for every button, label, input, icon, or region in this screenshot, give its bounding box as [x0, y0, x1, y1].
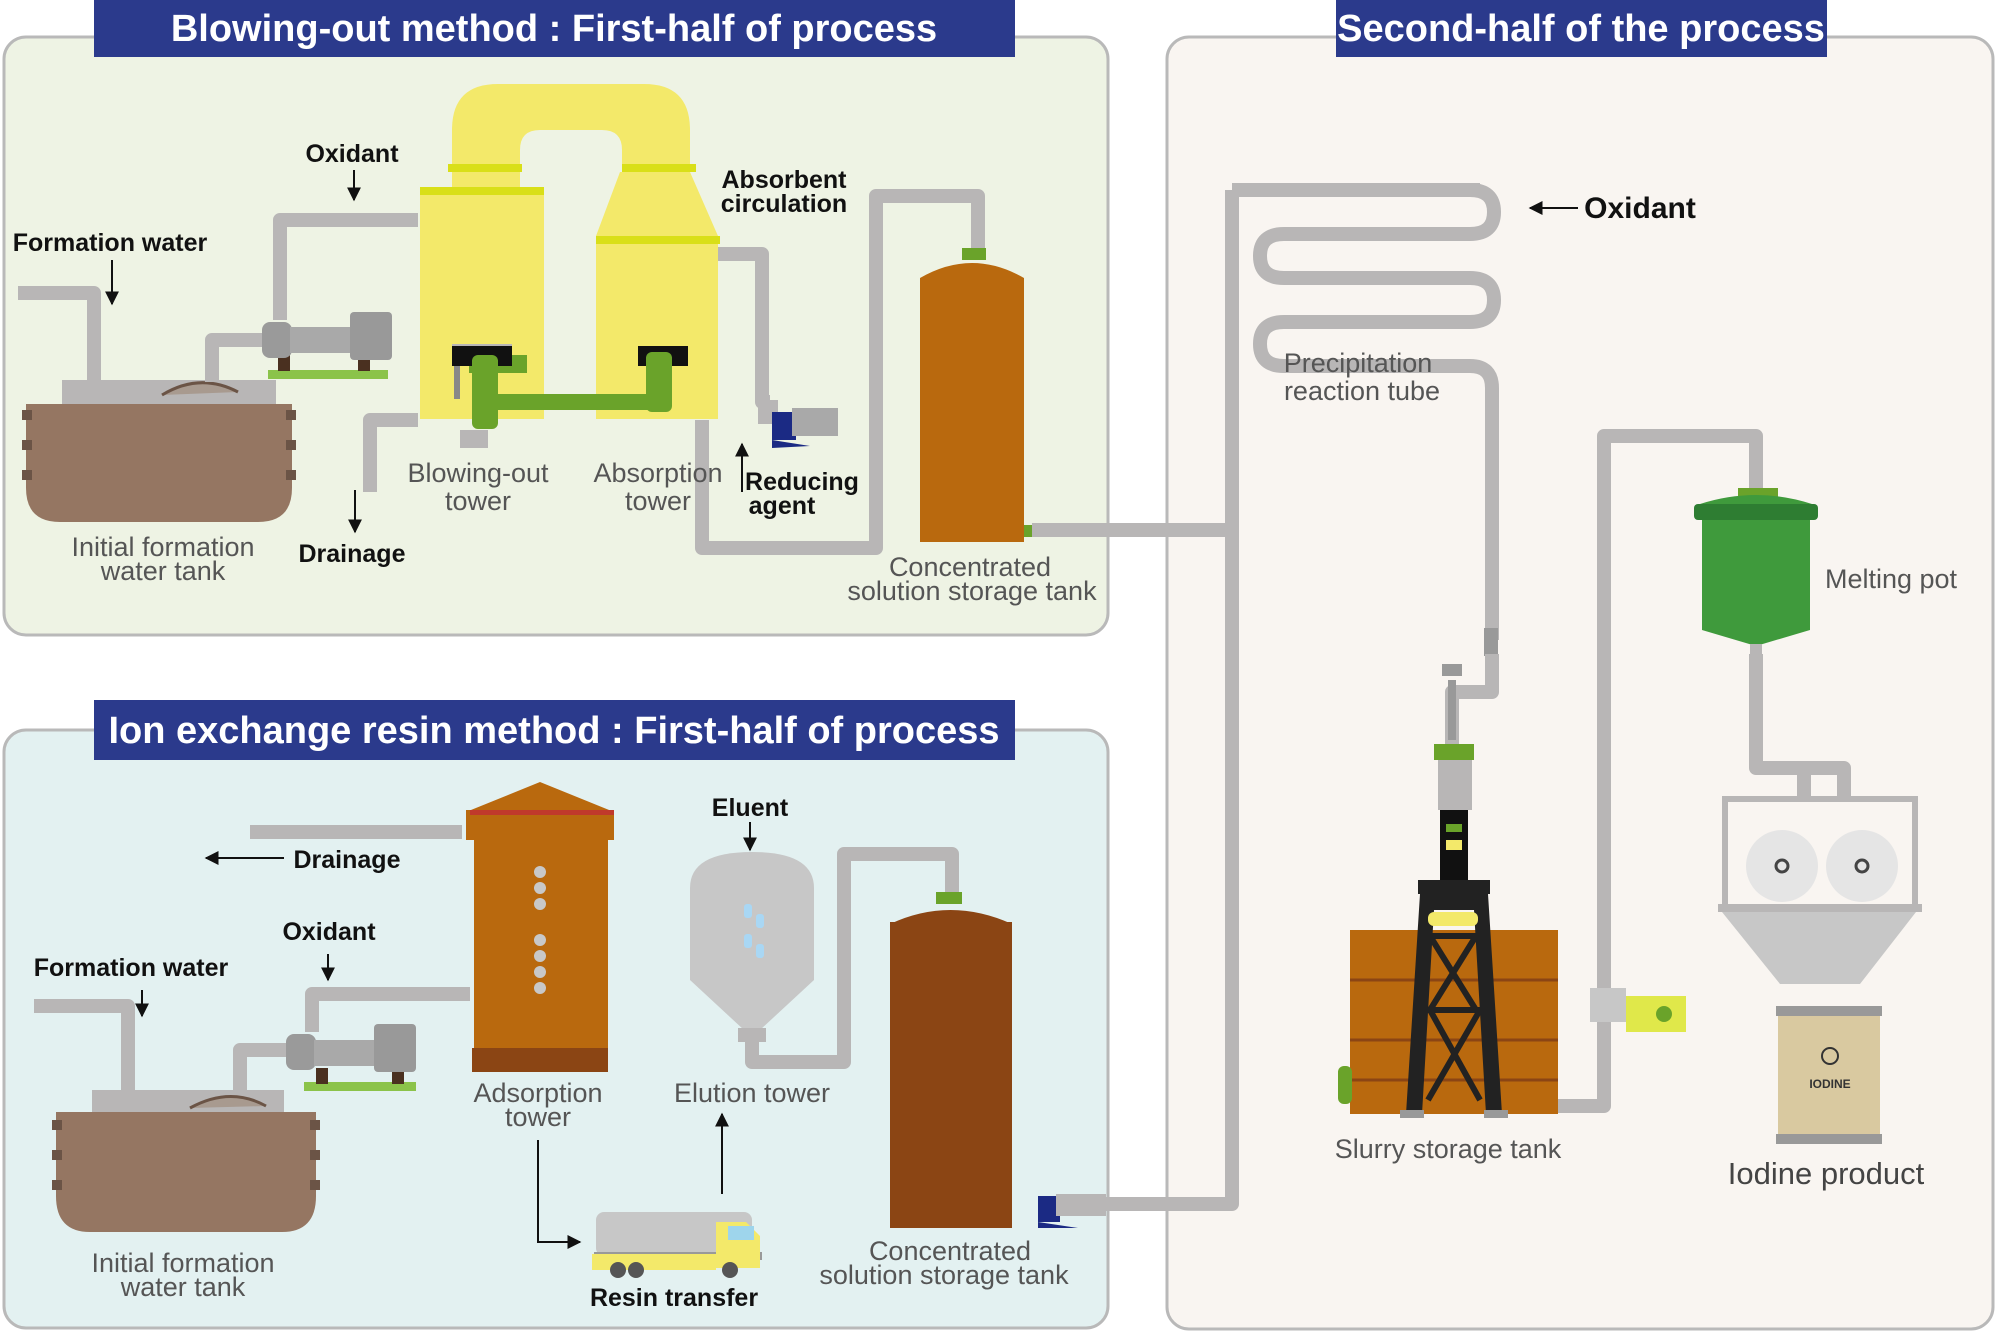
label-initial-tank-top-2: water tank	[100, 556, 226, 586]
label-formation-water-top: Formation water	[13, 229, 208, 257]
label-reducing-agent-2: agent	[749, 492, 816, 520]
label-elution-tower: Elution tower	[674, 1078, 830, 1108]
ion-exchange-equipment	[34, 782, 1106, 1278]
label-initial-tank-bottom-2: water tank	[120, 1272, 246, 1302]
label-adsorption-tower-2: tower	[505, 1102, 571, 1132]
label-absorbent-circulation-2: circulation	[721, 190, 847, 218]
label-melting-pot: Melting pot	[1825, 564, 1958, 594]
label-absorbent-circulation-1: Absorbent	[722, 166, 848, 194]
label-precipitation-1: Precipitation	[1284, 348, 1433, 378]
blowing-out-equipment	[18, 84, 1032, 555]
label-storage-tank-bottom-1: Concentrated	[869, 1236, 1031, 1266]
label-oxidant-top: Oxidant	[305, 140, 399, 168]
label-oxidant-right: Oxidant	[1584, 192, 1696, 225]
label-resin-transfer: Resin transfer	[590, 1284, 758, 1312]
label-precipitation-2: reaction tube	[1284, 376, 1440, 406]
label-initial-tank-bottom-1: Initial formation	[91, 1248, 274, 1278]
label-adsorption-tower-1: Adsorption	[473, 1078, 602, 1108]
label-blowing-tower-2: tower	[445, 486, 511, 516]
second-half-equipment: IODINE	[1232, 183, 1922, 1144]
label-storage-tank-bottom-2: solution storage tank	[819, 1260, 1069, 1290]
label-absorption-tower-2: tower	[625, 486, 691, 516]
header-bar-blowing	[94, 0, 1015, 57]
label-drainage-bottom: Drainage	[294, 846, 401, 874]
header-second-half: Second-half of the process	[1337, 8, 1825, 50]
label-slurry-tank: Slurry storage tank	[1335, 1134, 1562, 1164]
label-oxidant-bottom: Oxidant	[282, 918, 376, 946]
label-absorption-tower-1: Absorption	[593, 458, 722, 488]
label-iodine-product: Iodine product	[1728, 1156, 1925, 1191]
iodine-drum	[1778, 1006, 1880, 1142]
label-reducing-agent-1: Reducing	[745, 468, 859, 496]
header-bar-ion	[94, 700, 1015, 760]
label-blowing-tower-1: Blowing-out	[407, 458, 549, 488]
arrows	[105, 170, 1578, 1249]
resin-transfer-truck	[592, 1212, 762, 1278]
label-eluent: Eluent	[712, 794, 789, 822]
header-blowing-out: Blowing-out method : First-half of proce…	[171, 8, 937, 50]
label-drainage-top: Drainage	[299, 540, 406, 568]
label-initial-tank-top-1: Initial formation	[71, 532, 254, 562]
label-storage-tank-top-1: Concentrated	[889, 552, 1051, 582]
label-storage-tank-top-2: solution storage tank	[847, 576, 1097, 606]
header-ion-exchange: Ion exchange resin method : First-half o…	[108, 710, 999, 752]
header-bar-second	[1336, 0, 1827, 57]
iodine-drum-label: IODINE	[1809, 1077, 1850, 1091]
label-formation-water-bottom: Formation water	[34, 954, 229, 982]
